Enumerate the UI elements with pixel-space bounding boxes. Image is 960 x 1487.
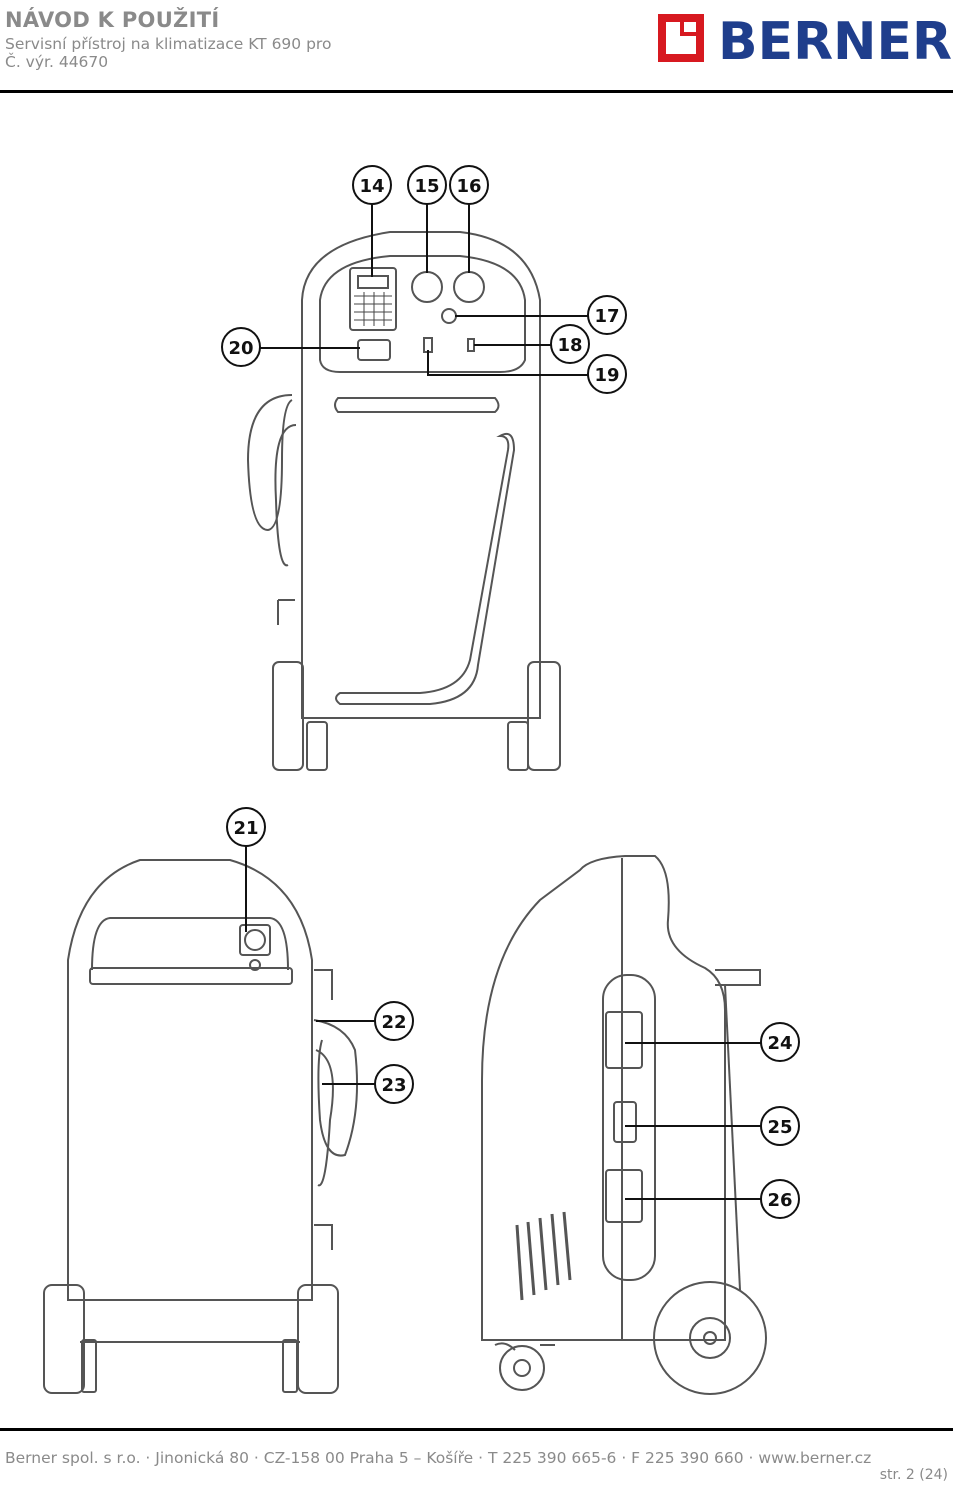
callout-label-24: 24 <box>767 1033 792 1054</box>
rear-view-unit <box>43 859 359 1394</box>
part-number: Č. výr. 44670 <box>5 53 109 71</box>
callout-22: 22 <box>374 1001 414 1041</box>
callout-label-22: 22 <box>381 1012 406 1033</box>
document-subtitle: Servisní přístroj na klimatizace KT 690 … <box>5 35 332 53</box>
callout-18: 18 <box>550 324 590 364</box>
callout-20: 20 <box>221 327 261 367</box>
callout-17: 17 <box>587 295 627 335</box>
callout-24: 24 <box>760 1022 800 1062</box>
page-number: str. 2 (24) <box>879 1467 948 1483</box>
footer-divider <box>0 1428 953 1431</box>
callout-label-17: 17 <box>594 306 619 327</box>
footer-address: Berner spol. s r.o. · Jinonická 80 · CZ-… <box>5 1449 872 1467</box>
technical-drawing: 14 15 16 17 18 19 20 21 22 23 24 25 26 <box>43 165 800 1395</box>
callouts: 14 15 16 17 18 19 20 21 22 23 24 25 26 <box>221 165 800 1219</box>
logo-text: BERNER <box>718 14 952 64</box>
callout-label-15: 15 <box>414 176 439 197</box>
callout-label-19: 19 <box>594 365 619 386</box>
callout-label-23: 23 <box>381 1075 406 1096</box>
berner-logo: BERNER <box>658 14 952 64</box>
document-title: NÁVOD K POUŽITÍ <box>5 8 220 32</box>
callout-14: 14 <box>352 165 392 205</box>
callout-label-20: 20 <box>228 338 253 359</box>
side-view-unit <box>481 855 767 1395</box>
callout-label-16: 16 <box>456 176 481 197</box>
callout-26: 26 <box>760 1179 800 1219</box>
callout-label-21: 21 <box>233 818 258 839</box>
page-header: NÁVOD K POUŽITÍ Servisní přístroj na kli… <box>0 0 960 95</box>
callout-16: 16 <box>449 165 489 205</box>
callout-21: 21 <box>226 807 266 847</box>
front-view-unit <box>246 231 561 771</box>
callout-label-14: 14 <box>359 176 384 197</box>
callout-label-26: 26 <box>767 1190 792 1211</box>
callout-15: 15 <box>407 165 447 205</box>
callout-23: 23 <box>374 1064 414 1104</box>
callout-25: 25 <box>760 1106 800 1146</box>
callout-label-25: 25 <box>767 1117 792 1138</box>
callout-19: 19 <box>587 354 627 394</box>
leader-lines <box>245 204 761 1200</box>
callout-label-18: 18 <box>557 335 582 356</box>
header-divider <box>0 90 953 93</box>
